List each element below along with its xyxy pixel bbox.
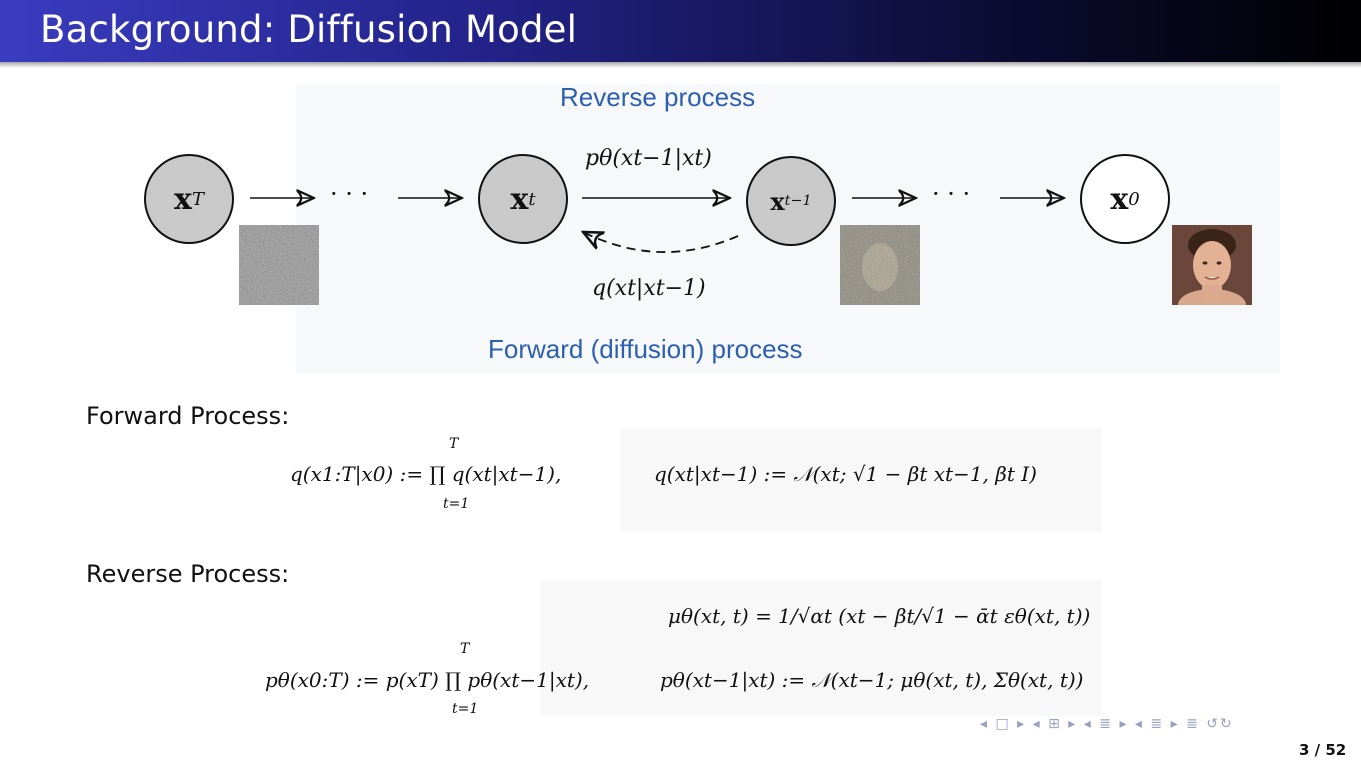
beamer-navigation: ◂ □ ▸ ◂ ⊞ ▸ ◂ ≣ ▸ ◂ ≣ ▸ ≣ ↺↻ [980, 716, 1234, 732]
forward-process-label: Forward (diffusion) process [488, 334, 803, 364]
nav-subsection-icon[interactable]: ◂ ≣ ▸ [1134, 716, 1180, 732]
forward-prod-lower: t=1 [443, 496, 470, 512]
partially-denoised-image [840, 225, 920, 305]
reverse-eq-panel [540, 580, 1102, 716]
arrow-forward-dashed [583, 232, 739, 253]
node-xt-main: x [510, 181, 529, 217]
forward-prod-upper: T [449, 436, 459, 452]
reverse-process-label: Reverse process [560, 82, 756, 112]
title-bar-shadow [0, 62, 1361, 68]
face-image [1172, 225, 1252, 305]
ellipsis-left: · · · [330, 180, 369, 208]
slide-title: Background: Diffusion Model [40, 8, 578, 51]
nav-frame-icon[interactable]: ◂ ⊞ ▸ [1032, 716, 1078, 732]
forward-process-heading: Forward Process: [86, 402, 290, 430]
nav-section-icon[interactable]: ◂ ≣ ▸ [1083, 716, 1129, 732]
reverse-joint-eq: pθ(x0:T) := p(xT) ∏ pθ(xt−1|xt), [265, 668, 590, 692]
noise-image [239, 225, 319, 305]
forward-eq-panel [620, 428, 1102, 532]
node-xT-sub: T [191, 188, 204, 210]
reverse-process-heading: Reverse Process: [86, 560, 290, 588]
forward-transition-eq: q(xt|xt−1) [592, 276, 706, 301]
nav-align-icon[interactable]: ≣ [1186, 716, 1200, 732]
page-number: 3 / 52 [1299, 741, 1347, 759]
node-x0-main: x [1110, 181, 1129, 217]
node-xt-sub: t [528, 188, 536, 210]
forward-step-eq: q(xt|xt−1) := 𝒩(xt; √1 − βt xt−1, βt I) [654, 462, 1037, 486]
nav-prev-icon[interactable]: ◂ □ ▸ [980, 716, 1027, 732]
reverse-step-eq: pθ(xt−1|xt) := 𝒩(xt−1; μθ(xt, t), Σθ(xt,… [660, 668, 1084, 692]
nav-search-icon[interactable]: ↺↻ [1206, 716, 1234, 732]
reverse-prod-lower: t=1 [452, 701, 479, 717]
forward-joint-eq: q(x1:T|x0) := ∏ q(xt|xt−1), [290, 462, 562, 486]
node-xt1-sub: t−1 [784, 193, 812, 209]
node-x0-sub: 0 [1128, 188, 1140, 210]
reverse-transition-eq: pθ(xt−1|xt) [585, 146, 712, 171]
ellipsis-right: · · · [932, 180, 971, 208]
node-xt1-main: x [770, 186, 785, 216]
reverse-mean-eq: μθ(xt, t) = 1/√αt (xt − βt/√1 − ᾱt εθ(xt… [668, 604, 1091, 628]
node-xT-main: x [174, 181, 192, 217]
title-bar [0, 0, 1361, 62]
reverse-prod-upper: T [460, 641, 470, 657]
